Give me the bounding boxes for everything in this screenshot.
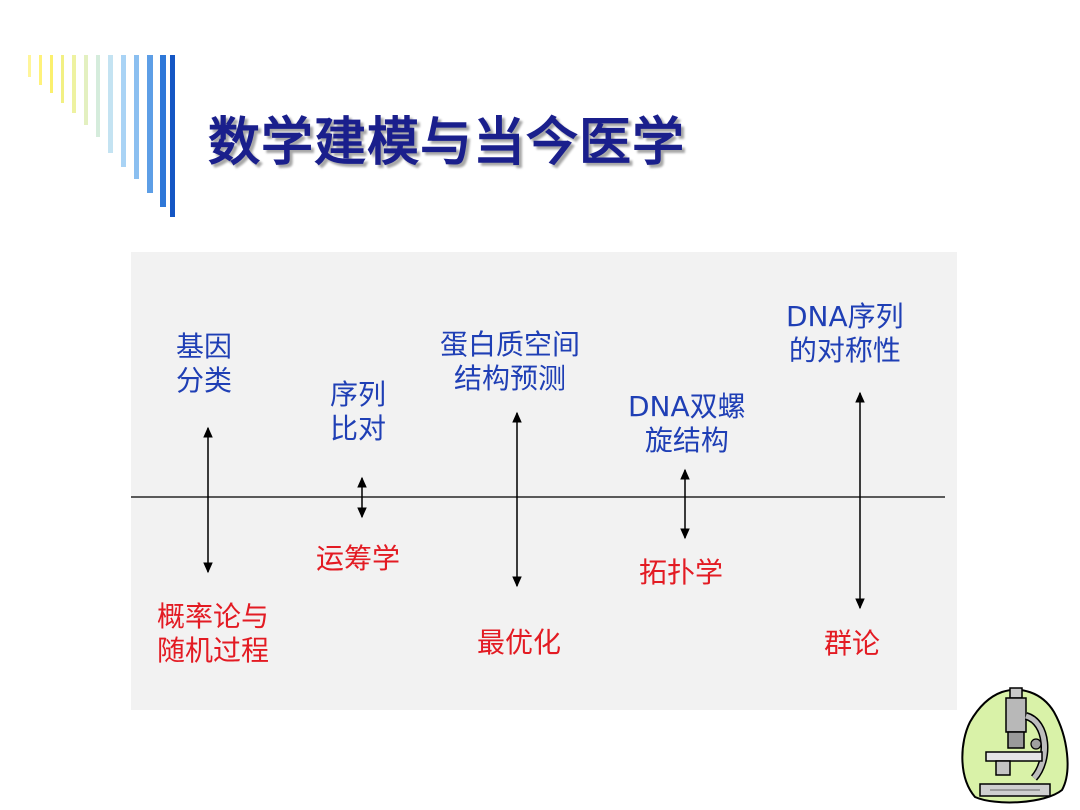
label-dna-helix: DNA双螺 旋结构 — [628, 390, 746, 458]
striped-bars-icon — [28, 55, 175, 217]
label-dna-symmetry: DNA序列 的对称性 — [786, 300, 904, 368]
label-gene-classification: 基因 分类 — [176, 330, 232, 398]
label-topology: 拓扑学 — [639, 556, 723, 590]
label-optimization: 最优化 — [477, 626, 561, 660]
label-line: 基因 — [176, 330, 233, 363]
label-line: 分类 — [176, 364, 233, 397]
label-line: 拓扑学 — [639, 556, 724, 589]
label-line: 最优化 — [477, 626, 562, 659]
label-line: DNA序列 — [786, 300, 904, 333]
label-line: DNA双螺 — [628, 390, 746, 423]
slide-title: 数学建模与当今医学 — [208, 113, 686, 173]
label-line: 概率论与 — [157, 600, 270, 633]
label-line: 序列 — [330, 378, 387, 411]
label-line: 随机过程 — [157, 634, 270, 667]
label-probability-stochastic: 概率论与 随机过程 — [157, 600, 269, 668]
label-operations-research: 运筹学 — [316, 542, 400, 576]
diagram-panel — [131, 252, 957, 710]
label-line: 比对 — [330, 412, 387, 445]
microscope-icon — [961, 687, 1069, 804]
label-line: 群论 — [824, 627, 881, 660]
label-line: 的对称性 — [788, 334, 901, 367]
label-protein-structure: 蛋白质空间 结构预测 — [440, 328, 580, 396]
label-line: 蛋白质空间 — [440, 328, 581, 361]
label-line: 结构预测 — [454, 362, 567, 395]
label-line: 运筹学 — [316, 542, 401, 575]
label-sequence-alignment: 序列 比对 — [330, 378, 386, 446]
label-line: 旋结构 — [644, 424, 729, 457]
label-group-theory: 群论 — [824, 627, 880, 661]
